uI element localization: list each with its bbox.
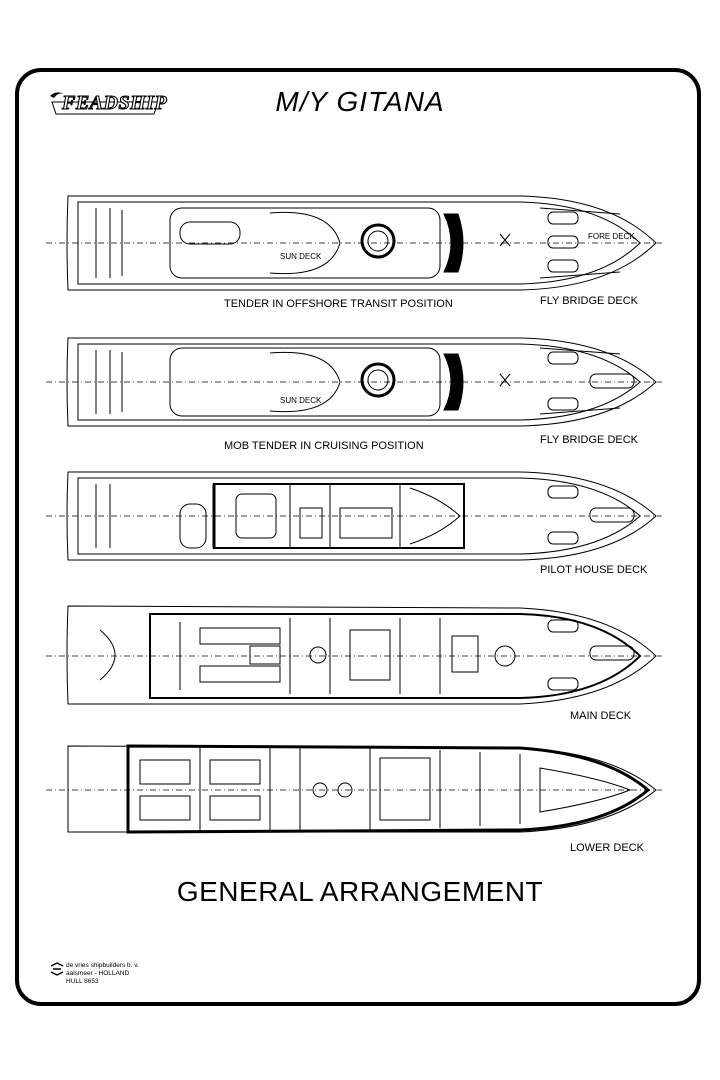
deck-plan-svg	[46, 195, 662, 291]
label-sun-deck: SUN DECK	[280, 252, 322, 261]
logo-text: FEADSHIP	[61, 91, 168, 114]
deck-flybridge-offshore: SUN DECK FORE DECK TENDER IN OFFSHORE TR…	[0, 188, 720, 313]
builder-location: aalsmeer - HOLLAND	[66, 970, 130, 977]
page-title: M/Y GITANA	[275, 86, 445, 117]
deck-plan-svg	[46, 605, 662, 705]
builder-name: de vries shipbuilders b. v.	[66, 962, 139, 969]
deck-pilot-house: PILOT HOUSE DECK	[0, 468, 720, 583]
drawing-border	[15, 68, 701, 1006]
deck-plan-svg	[46, 337, 662, 427]
deck-flybridge-cruising: SUN DECK MOB TENDER IN CRUISING POSITION…	[0, 330, 720, 455]
deck-plan-svg	[46, 471, 662, 561]
deck-caption: MOB TENDER IN CRUISING POSITION	[224, 440, 424, 452]
hull-number: HULL 8653	[66, 978, 99, 985]
deck-name: MAIN DECK	[570, 710, 632, 722]
deck-name: FLY BRIDGE DECK	[540, 434, 639, 446]
deck-name: LOWER DECK	[570, 842, 644, 854]
deck-caption: TENDER IN OFFSHORE TRANSIT POSITION	[224, 298, 453, 310]
builder-logo-icon	[50, 962, 64, 976]
label-sun-deck: SUN DECK	[280, 396, 322, 405]
drawing-title: GENERAL ARRANGEMENT	[176, 876, 544, 907]
deck-plan-svg	[46, 744, 662, 834]
label-fore-deck: FORE DECK	[588, 232, 635, 241]
feadship-logo	[50, 92, 159, 115]
deck-name: FLY BRIDGE DECK	[540, 295, 639, 307]
deck-name: PILOT HOUSE DECK	[540, 564, 648, 576]
builder-info: de vries shipbuilders b. v. aalsmeer - H…	[66, 962, 139, 986]
deck-lower: LOWER DECK	[0, 738, 720, 856]
deck-main: MAIN DECK	[0, 600, 720, 725]
